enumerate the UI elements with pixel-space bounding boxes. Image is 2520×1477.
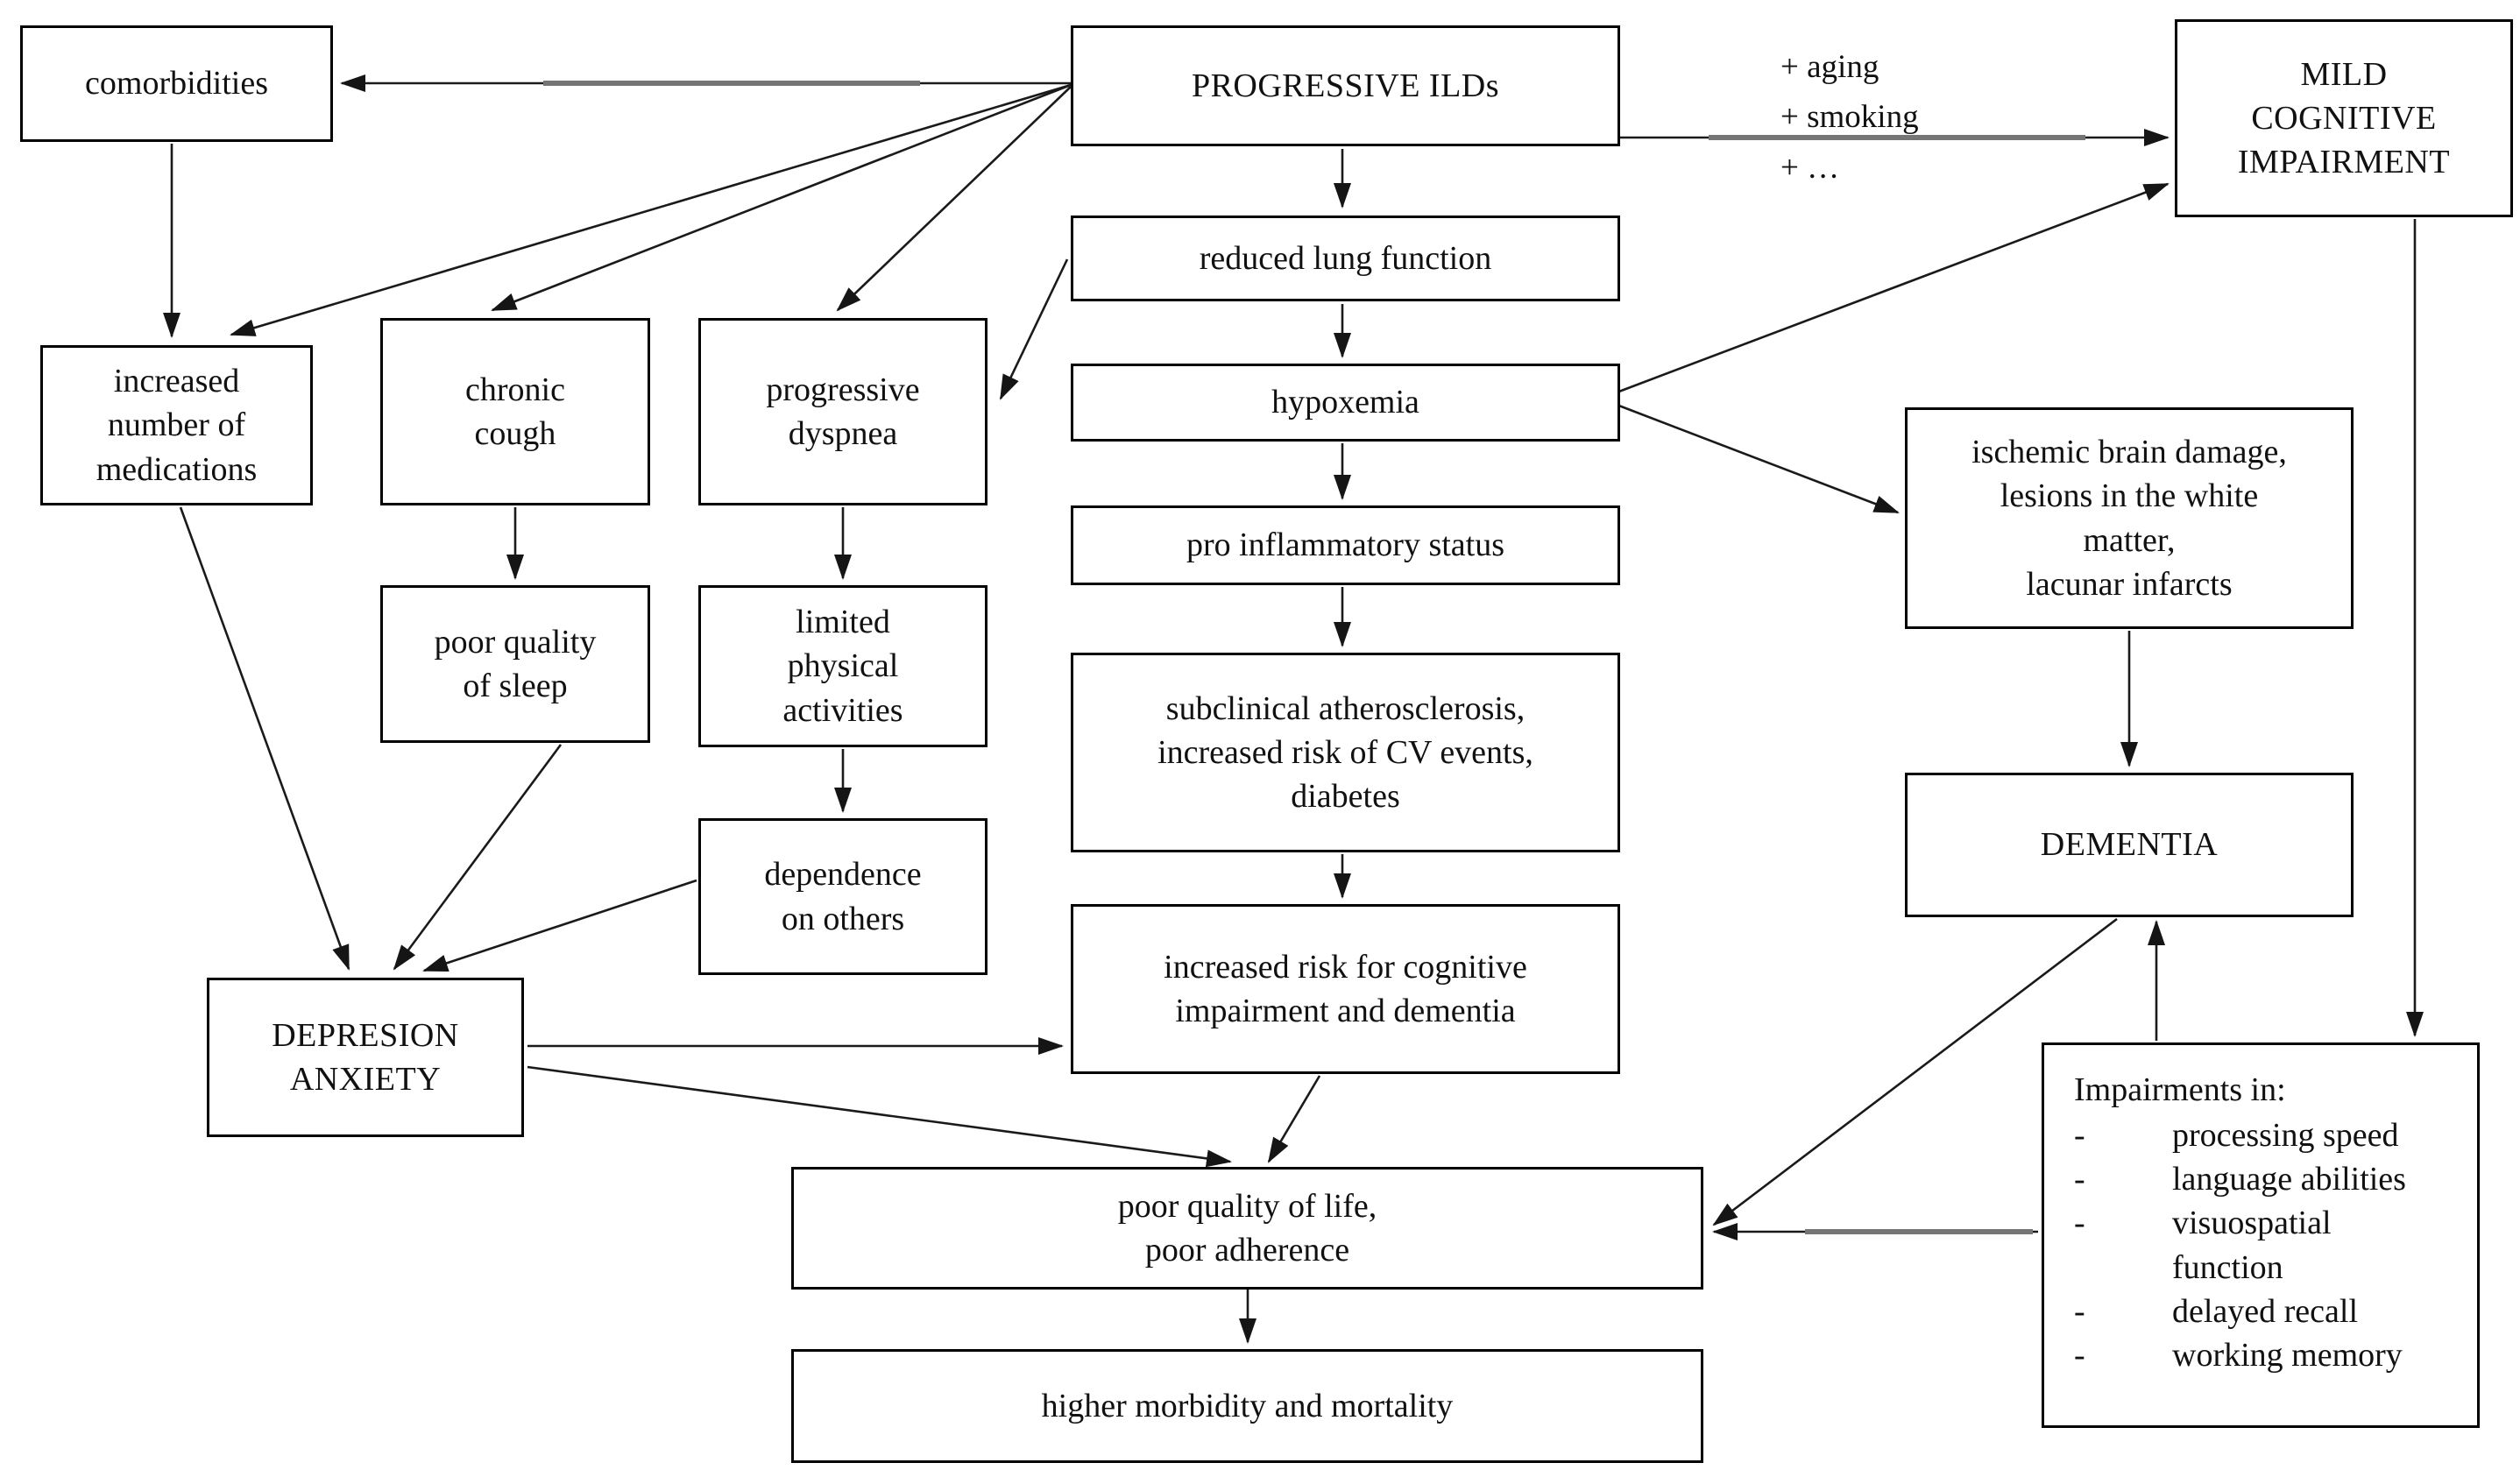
node-progressive-dyspnea: progressive dyspnea: [698, 318, 987, 505]
arrow-poor-sleep-to-depression: [393, 744, 563, 971]
node-dementia: DEMENTIA: [1905, 773, 2354, 917]
node-progressive-ilds-label: PROGRESSIVE ILDs: [1191, 67, 1500, 104]
node-impairments-title: Impairments in:: [2074, 1071, 2286, 1108]
node-mild-cognitive-impairment-label: MILD COGNITIVE IMPAIRMENT: [2237, 55, 2451, 181]
node-limited-physical-activities-label: limited physical activities: [782, 604, 903, 729]
node-reduced-lung-function-label: reduced lung function: [1199, 239, 1492, 277]
bullet-dash: -: [2074, 1117, 2085, 1155]
arrow-hypoxemia-to-mci: [1616, 182, 2170, 394]
bullet-dash: -: [2074, 1292, 2085, 1330]
node-impairments: Impairments in: - processing speed - lan…: [2042, 1042, 2480, 1428]
arrow-dependence-to-depression: [422, 879, 697, 972]
arrow-ilds-to-chronic-cough: [491, 83, 1072, 312]
node-limited-physical-activities: limited physical activities: [698, 585, 987, 747]
node-comorbidities-label: comorbidities: [85, 65, 268, 102]
node-increased-risk-cognitive-label: increased risk for cognitive impairment …: [1164, 948, 1527, 1029]
node-chronic-cough: chronic cough: [380, 318, 650, 505]
node-poor-quality-of-life-label: poor quality of life, poor adherence: [1117, 1187, 1377, 1269]
node-poor-quality-of-sleep: poor quality of sleep: [380, 585, 650, 743]
node-ischemic-brain-damage-label: ischemic brain damage, lesions in the wh…: [1971, 434, 2287, 603]
arrow-ilds-to-increased-medications: [230, 83, 1072, 336]
impairments-item: - delayed recall: [2074, 1290, 2460, 1333]
arrow-increased-medications-to-depression: [179, 506, 350, 971]
node-higher-morbidity: higher morbidity and mortality: [791, 1349, 1703, 1463]
node-increased-medications-label: increased number of medications: [96, 363, 258, 488]
annotation-aging-smoking: + aging + smoking + …: [1780, 42, 1919, 193]
node-reduced-lung-function: reduced lung function: [1071, 216, 1620, 301]
node-depression-anxiety-label: DEPRESION ANXIETY: [272, 1016, 459, 1098]
node-progressive-dyspnea-label: progressive dyspnea: [766, 371, 920, 452]
impairments-item: - processing speed: [2074, 1113, 2460, 1157]
node-ischemic-brain-damage: ischemic brain damage, lesions in the wh…: [1905, 407, 2354, 629]
impairments-item-text: processing speed: [2172, 1117, 2399, 1155]
node-dependence-on-others-label: dependence on others: [764, 856, 922, 937]
node-subclinical-atherosclerosis: subclinical atherosclerosis, increased r…: [1071, 653, 1620, 852]
node-hypoxemia-label: hypoxemia: [1271, 384, 1419, 421]
impairments-item-text: language abilities: [2172, 1161, 2406, 1198]
node-poor-quality-of-sleep-label: poor quality of sleep: [434, 623, 597, 704]
arrow-reduced-lung-to-progressive-dyspnea: [999, 258, 1069, 400]
annotation-line-aging: + aging: [1780, 49, 1879, 85]
arrow-increased-risk-to-poor-qol: [1267, 1075, 1321, 1163]
node-higher-morbidity-label: higher morbidity and mortality: [1041, 1387, 1454, 1424]
arrow-dementia-to-poor-qol: [1712, 917, 2118, 1226]
node-dementia-label: DEMENTIA: [2040, 826, 2219, 864]
node-dependence-on-others: dependence on others: [698, 818, 987, 975]
node-depression-anxiety: DEPRESION ANXIETY: [207, 978, 524, 1137]
node-pro-inflammatory-status: pro inflammatory status: [1071, 505, 1620, 585]
bullet-dash: -: [2074, 1336, 2085, 1374]
node-increased-medications: increased number of medications: [40, 345, 313, 505]
node-subclinical-atherosclerosis-label: subclinical atherosclerosis, increased r…: [1157, 689, 1533, 816]
bullet-dash: -: [2074, 1161, 2085, 1198]
arrow-hypoxemia-to-ischemic: [1616, 403, 1900, 514]
impairments-item-text: working memory: [2172, 1336, 2403, 1374]
node-hypoxemia: hypoxemia: [1071, 364, 1620, 442]
annotation-line-smoking: + smoking: [1780, 99, 1919, 136]
arrow-ilds-to-progressive-dyspnea: [836, 86, 1072, 312]
node-chronic-cough-label: chronic cough: [465, 371, 565, 452]
node-mild-cognitive-impairment: MILD COGNITIVE IMPAIRMENT: [2175, 19, 2513, 217]
arrow-depression-to-poor-qol: [527, 1065, 1232, 1168]
annotation-line-etc: + …: [1780, 149, 1840, 186]
node-poor-quality-of-life: poor quality of life, poor adherence: [791, 1167, 1703, 1290]
node-increased-risk-cognitive: increased risk for cognitive impairment …: [1071, 904, 1620, 1074]
node-progressive-ilds: PROGRESSIVE ILDs: [1071, 25, 1620, 146]
impairments-item-text: delayed recall: [2172, 1292, 2359, 1330]
impairments-item: - language abilities: [2074, 1157, 2460, 1201]
impairments-item: - working memory: [2074, 1333, 2460, 1377]
node-pro-inflammatory-status-label: pro inflammatory status: [1186, 526, 1505, 564]
node-comorbidities: comorbidities: [20, 25, 333, 142]
impairments-item-text: visuospatial function: [2172, 1205, 2332, 1286]
impairments-item: - visuospatial function: [2074, 1201, 2460, 1289]
bullet-dash: -: [2074, 1205, 2085, 1242]
